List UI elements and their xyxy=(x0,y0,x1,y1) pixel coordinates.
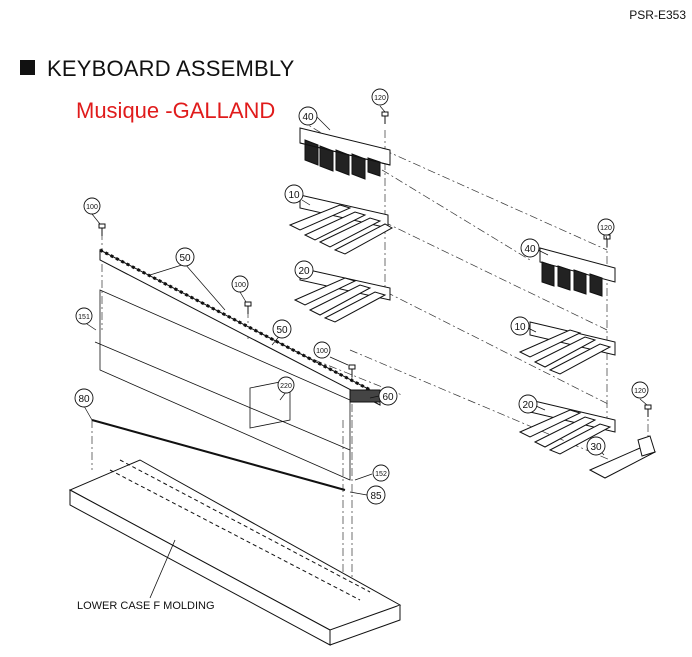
callout-label: 100 xyxy=(86,204,98,211)
callout-85: 85 xyxy=(366,485,386,505)
square-bullet-icon xyxy=(20,60,35,75)
callout-152: 152 xyxy=(372,464,390,482)
screw-icon xyxy=(244,301,252,314)
callout-60: 60 xyxy=(378,386,398,406)
callout-10: 10 xyxy=(284,184,304,204)
callout-label: 151 xyxy=(78,314,90,321)
watermark-text: Musique -GALLAND xyxy=(76,98,276,123)
callout-40: 40 xyxy=(520,238,540,258)
callout-label: 85 xyxy=(370,491,382,502)
keys-part-10-lower xyxy=(518,321,616,375)
keys-part-10-upper xyxy=(288,194,394,255)
callout-100: 100 xyxy=(83,197,101,215)
callout-label: 100 xyxy=(316,348,328,355)
part-30-end-block xyxy=(588,435,657,479)
lower-case-leader-line xyxy=(149,539,176,599)
callouts: 120 40 10 20 120 40 10 20 120 30 100 50 … xyxy=(74,88,649,505)
callout-40: 40 xyxy=(298,106,318,126)
pcb-board xyxy=(91,289,351,491)
screw-icon xyxy=(644,404,652,417)
screws xyxy=(98,111,652,417)
callout-120: 120 xyxy=(597,218,615,236)
callout-10: 10 xyxy=(510,316,530,336)
callout-label: 40 xyxy=(302,112,314,123)
lower-case-label: LOWER CASE F MOLDING xyxy=(77,600,215,612)
callout-label: 50 xyxy=(179,253,191,264)
callout-label: 10 xyxy=(514,322,526,333)
callout-120: 120 xyxy=(371,88,389,106)
keys-part-40-upper xyxy=(299,127,391,180)
callout-label: 120 xyxy=(600,225,612,232)
callout-label: 10 xyxy=(288,190,300,201)
callout-100: 100 xyxy=(231,275,249,293)
callout-20: 20 xyxy=(518,394,538,414)
screw-icon xyxy=(603,234,611,247)
screw-icon xyxy=(348,364,356,377)
keys-part-20-upper xyxy=(293,267,391,323)
callout-label: 152 xyxy=(375,471,387,478)
callout-label: 100 xyxy=(234,282,246,289)
callout-label: 50 xyxy=(276,325,288,336)
callout-151: 151 xyxy=(75,307,93,325)
screw-icon xyxy=(381,111,389,124)
keys-part-40-lower xyxy=(539,247,616,297)
callout-50: 50 xyxy=(272,319,292,339)
callout-label: 20 xyxy=(298,266,310,277)
callout-label: 60 xyxy=(382,392,394,403)
callout-label: 120 xyxy=(634,388,646,395)
callout-label: 30 xyxy=(590,442,602,453)
callout-label: 220 xyxy=(280,383,292,390)
model-number: PSR-E353 xyxy=(629,8,686,22)
callout-80: 80 xyxy=(74,388,94,408)
callout-label: 20 xyxy=(522,400,534,411)
callout-label: 40 xyxy=(524,244,536,255)
rubber-contacts-part-50 xyxy=(99,248,381,406)
callout-50: 50 xyxy=(175,247,195,267)
lower-case-molding xyxy=(68,459,402,646)
section-title-text: KEYBOARD ASSEMBLY xyxy=(47,56,295,81)
callout-20: 20 xyxy=(294,260,314,280)
callout-220: 220 xyxy=(277,376,295,394)
callout-100: 100 xyxy=(313,341,331,359)
screw-icon xyxy=(98,223,106,236)
keys-part-20-lower xyxy=(518,399,616,455)
callout-label: 80 xyxy=(78,394,90,405)
callout-30: 30 xyxy=(586,436,606,456)
callout-label: 120 xyxy=(374,95,386,102)
callout-120: 120 xyxy=(631,381,649,399)
section-title: KEYBOARD ASSEMBLY xyxy=(20,56,295,82)
